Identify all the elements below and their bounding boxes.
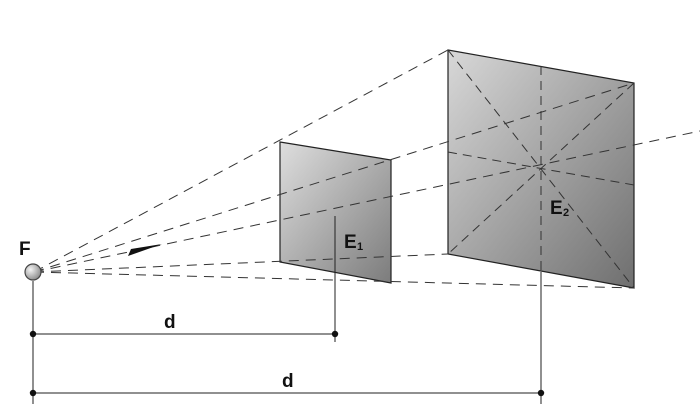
ray-upper-right [33, 82, 635, 273]
screen-e1-subscript: 1 [357, 241, 363, 253]
screen-e1-plane [279, 141, 392, 284]
light-source [24, 263, 42, 281]
direction-arrow-icon [128, 244, 162, 256]
ray-lower-left [33, 253, 449, 273]
distance-lines [32, 216, 542, 404]
ray-center [33, 130, 700, 273]
ray-bottom [33, 271, 635, 289]
ray-top [33, 49, 449, 273]
distance-label-2: d [282, 371, 294, 392]
light-rays [33, 49, 700, 289]
dimension-dots [29, 330, 545, 397]
screen-e2-center-lines [447, 49, 635, 289]
source-label: F [19, 239, 31, 260]
screen-e2-label: E [550, 198, 563, 219]
screen-e2-subscript: 2 [563, 207, 569, 219]
distance-label-1: d [164, 312, 176, 333]
screen-e1-label: E [344, 232, 357, 253]
